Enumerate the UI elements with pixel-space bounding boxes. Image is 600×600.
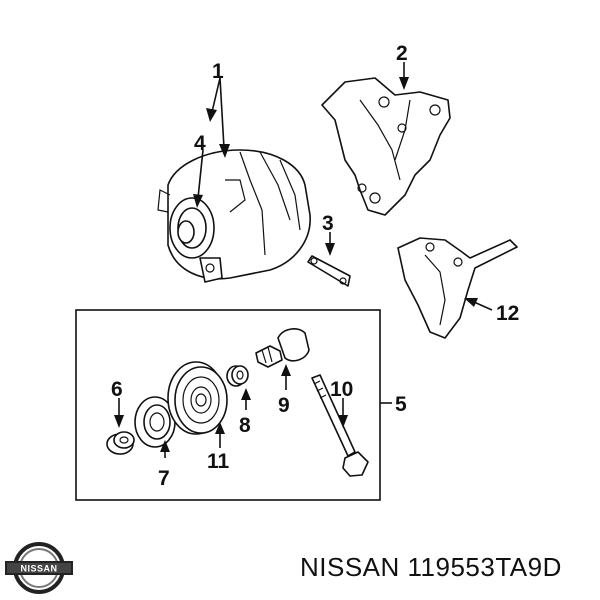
spacer-part bbox=[226, 365, 249, 387]
callout-11: 11 bbox=[207, 450, 230, 473]
callout-1: 1 bbox=[212, 60, 224, 83]
alternator-part bbox=[157, 149, 311, 283]
callout-12: 12 bbox=[496, 302, 519, 325]
callout-3: 3 bbox=[322, 212, 334, 235]
callout-9: 9 bbox=[278, 394, 290, 417]
washer-part bbox=[134, 396, 176, 448]
adjusting-link-part bbox=[307, 255, 351, 287]
callout-7: 7 bbox=[158, 467, 170, 490]
callout-5: 5 bbox=[395, 393, 407, 416]
kit-bounding-box bbox=[75, 309, 381, 501]
callout-2: 2 bbox=[396, 42, 408, 65]
pulley-shaft-part bbox=[255, 328, 310, 368]
logo-brand-text: NISSAN bbox=[20, 564, 57, 574]
bolt-part bbox=[311, 374, 369, 477]
part-number-label: NISSAN 119553TA9D bbox=[300, 552, 562, 582]
nissan-logo-icon: NISSAN bbox=[5, 542, 73, 594]
callout-8: 8 bbox=[239, 414, 251, 437]
idler-pulley-part bbox=[167, 361, 228, 435]
callout-10: 10 bbox=[330, 378, 353, 401]
nut-part bbox=[106, 431, 135, 455]
adjusting-bracket-part bbox=[397, 237, 518, 339]
callout-4: 4 bbox=[194, 132, 206, 155]
callout-6: 6 bbox=[111, 378, 123, 401]
mounting-bracket-part bbox=[321, 77, 451, 216]
